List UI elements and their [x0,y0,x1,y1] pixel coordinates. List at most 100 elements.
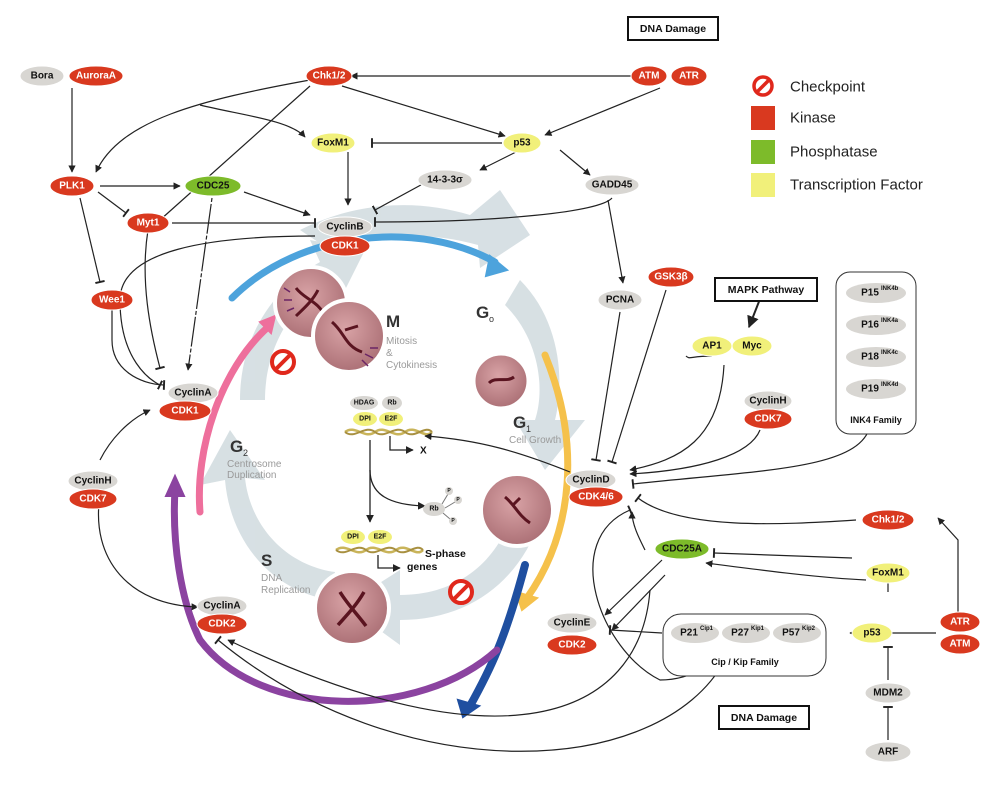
box-dna-damage-bottom: DNA Damage [718,705,810,730]
svg-text:Cell Growth: Cell Growth [509,435,561,446]
legend-kinase-label: Kinase [790,110,836,127]
box-mapk-pathway: MAPK Pathway [714,277,818,302]
svg-text:HDAG: HDAG [354,400,375,407]
node-ap1: AP1 [691,335,733,357]
node-atm-right: ATM [939,633,981,655]
legend-checkpoint-label: Checkpoint [790,79,866,96]
svg-text:Replication: Replication [261,585,310,596]
pink-arc [195,323,272,516]
svg-text:Kip2: Kip2 [802,626,816,632]
node-label: CDK4/6 [578,492,614,503]
node-cdk2-right: CDK2 [546,634,598,656]
node-label: Myt1 [137,218,160,229]
cell-images [273,265,555,647]
phase-labels: M Mitosis & Cytokinesis G o G 1 Cell Gro… [227,303,561,596]
node-label: Myc [742,341,762,352]
legend-checkpoint-icon [752,75,774,97]
node-cyclin-a-left: CyclinA [167,382,219,404]
svg-text:Mitosis: Mitosis [386,336,417,347]
svg-text:P: P [456,497,460,503]
svg-text:Duplication: Duplication [227,470,276,481]
node-p53-right: p53 [851,622,893,644]
legend-phosphatase-swatch [751,140,775,164]
svg-text:E2F: E2F [374,534,388,541]
node-label: ATR [679,71,700,82]
phase-g1-label: G [513,413,526,432]
legend-transcription-label: Transcription Factor [790,177,923,194]
svg-text:INK4b: INK4b [881,286,899,292]
svg-text:P16: P16 [861,320,879,331]
node-bora: Bora [19,65,65,87]
node-cyclin-h-left: CyclinH [67,470,119,492]
node-label: CDK2 [558,640,586,651]
node-label: Wee1 [99,295,125,306]
node-label: AuroraA [76,71,116,82]
node-myt1: Myt1 [126,212,170,234]
node-label: CyclinE [554,618,591,629]
svg-text:Cip1: Cip1 [700,626,714,632]
svg-text:DNA Damage: DNA Damage [640,23,706,35]
node-label: CDK7 [79,494,107,505]
svg-text:DPI: DPI [359,416,371,423]
node-label: CDC25A [662,544,702,555]
node-label: CyclinH [74,476,111,487]
node-cdk7-right: CDK7 [743,408,793,430]
node-label: 14-3-3σ [427,175,463,186]
node-cdc25: CDC25 [184,175,242,197]
svg-text:&: & [386,348,393,359]
node-label: AP1 [702,341,722,352]
node-label: Bora [31,71,54,82]
node-label: ATM [639,71,660,82]
node-atr-right: ATR [939,611,981,633]
node-cdc25a: CDC25A [654,538,710,560]
node-atr-top: ATR [670,65,708,87]
rb-e2f-mechanism: HDAG Rb DPI E2F X Rb P P P DPI E2F S-pha… [335,396,466,573]
node-label: CyclinA [203,601,240,612]
node-aurora-a: AuroraA [68,65,124,87]
svg-text:1: 1 [526,424,531,434]
svg-text:Rb: Rb [429,506,438,513]
node-label: p53 [863,628,881,639]
svg-text:P19: P19 [861,384,879,395]
svg-text:P: P [451,518,455,524]
legend-phosphatase-label: Phosphatase [790,144,878,161]
node-label: p53 [513,138,531,149]
node-label: CyclinD [572,475,609,486]
node-label: CDK7 [754,414,782,425]
node-label: FoxM1 [317,138,349,149]
node-label: ARF [878,747,899,758]
svg-text:2: 2 [243,448,248,458]
node-pcna: PCNA [597,289,643,311]
node-atm-top: ATM [630,65,668,87]
svg-text:P27: P27 [731,628,749,639]
node-cyclin-a-bottom: CyclinA [196,595,248,617]
mitosis-cell-2 [311,298,387,374]
node-chk12-right: Chk1/2 [861,509,915,531]
phase-m-label: M [386,312,400,331]
legend: Checkpoint Kinase Phosphatase Transcript… [751,75,923,197]
node-cyclin-b: CyclinB [317,216,373,238]
node-wee1: Wee1 [90,289,134,311]
node-chk12-top: Chk1/2 [305,65,353,87]
node-label: MDM2 [873,688,903,699]
box-dna-damage-top: DNA Damage [627,16,719,41]
svg-text:P: P [447,488,451,494]
svg-text:Cip / Kip Family: Cip / Kip Family [711,657,779,667]
svg-text:P15: P15 [861,288,879,299]
purple-arc [170,486,501,705]
node-cdk46: CDK4/6 [568,486,624,508]
node-label: PCNA [606,295,634,306]
svg-text:DPI: DPI [347,534,359,541]
node-label: CDC25 [197,181,230,192]
node-label: PLK1 [59,181,85,192]
svg-text:Rb: Rb [387,400,396,407]
